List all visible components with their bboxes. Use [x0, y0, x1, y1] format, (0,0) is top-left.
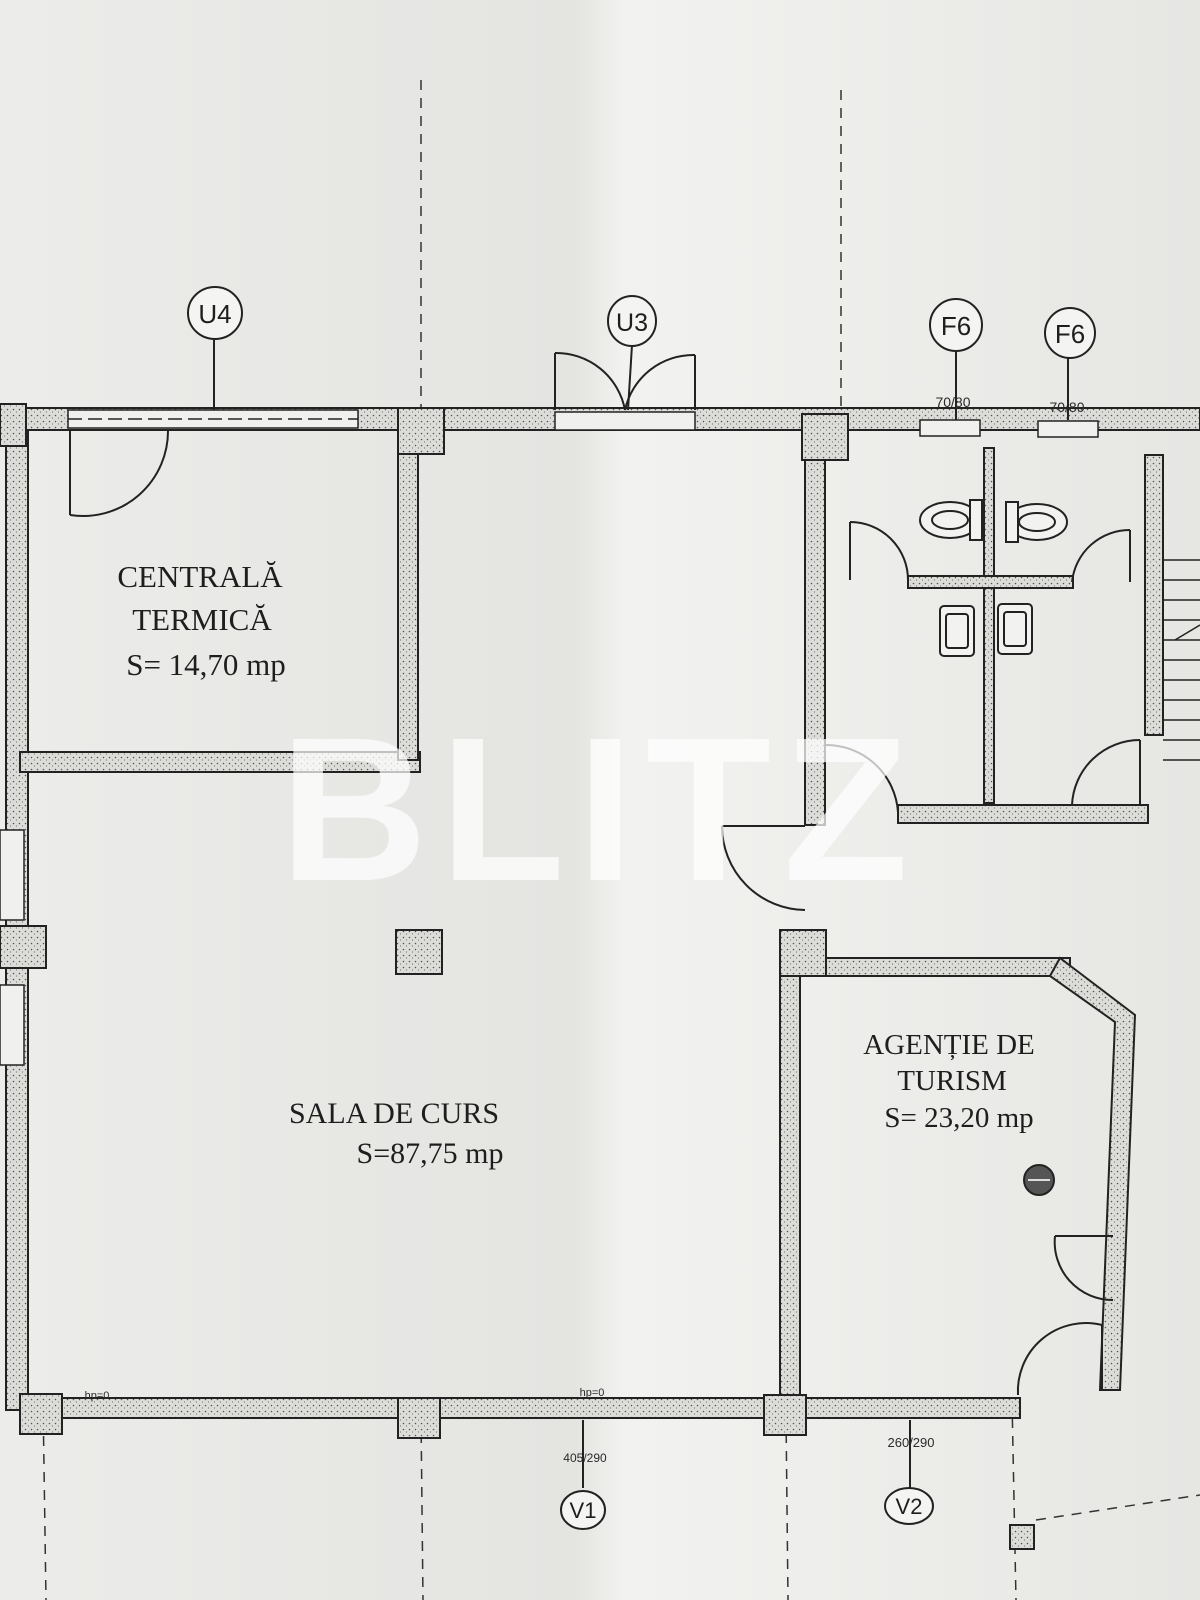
- room-sala-area: S=87,75 mp: [357, 1137, 504, 1170]
- dim-f6-right: 70/80: [1049, 399, 1084, 415]
- tag-v2: [884, 1487, 934, 1525]
- sink-left-icon: [939, 605, 975, 657]
- tag-v1: [560, 1490, 606, 1530]
- tag-u4: [187, 286, 243, 340]
- tag-f6-right-text: F6: [1055, 319, 1085, 349]
- tag-v1-text: V1: [570, 1498, 597, 1523]
- room-agentie-line1: AGENȚIE DE: [863, 1029, 1035, 1061]
- room-centrala-line2: TERMICĂ: [132, 602, 272, 637]
- toilet-right-icon: [1005, 501, 1068, 543]
- dim-v2: 260/290: [888, 1435, 935, 1450]
- room-sala-line1: SALA DE CURS: [289, 1097, 499, 1130]
- columns: [0, 403, 1035, 1550]
- room-agentie-line2: TURISM: [897, 1065, 1007, 1097]
- toilet-left-icon: [919, 499, 983, 541]
- axis-lines: [42, 80, 1200, 1600]
- stairs: [1163, 559, 1200, 761]
- dim-f6-left: 70/80: [935, 394, 970, 410]
- tag-f6-left: [929, 298, 983, 352]
- tag-f6-right: [1044, 307, 1096, 359]
- tag-u3: [607, 295, 657, 347]
- dim-v1: 405/290: [563, 1451, 607, 1465]
- tag-f6-left-text: F6: [941, 311, 971, 341]
- tag-v2-text: V2: [896, 1494, 923, 1519]
- room-centrala-line1: CENTRALĂ: [117, 559, 283, 594]
- hp-mid: hp=0: [580, 1387, 605, 1399]
- sink-right-icon: [997, 603, 1033, 655]
- sanitary-fixtures: [919, 499, 1068, 657]
- room-centrala-area: S= 14,70 mp: [126, 647, 286, 682]
- watermark-logo: BLITZ: [280, 695, 921, 924]
- tag-u3-text: U3: [616, 309, 648, 337]
- tag-u4-text: U4: [198, 299, 231, 329]
- tag-leaders: [213, 340, 1069, 1488]
- floor-drain-icon: [1023, 1164, 1055, 1196]
- tag-circles: [187, 286, 1096, 1530]
- room-agentie-area: S= 23,20 mp: [884, 1102, 1033, 1134]
- hp-left: hp=0: [85, 1390, 110, 1402]
